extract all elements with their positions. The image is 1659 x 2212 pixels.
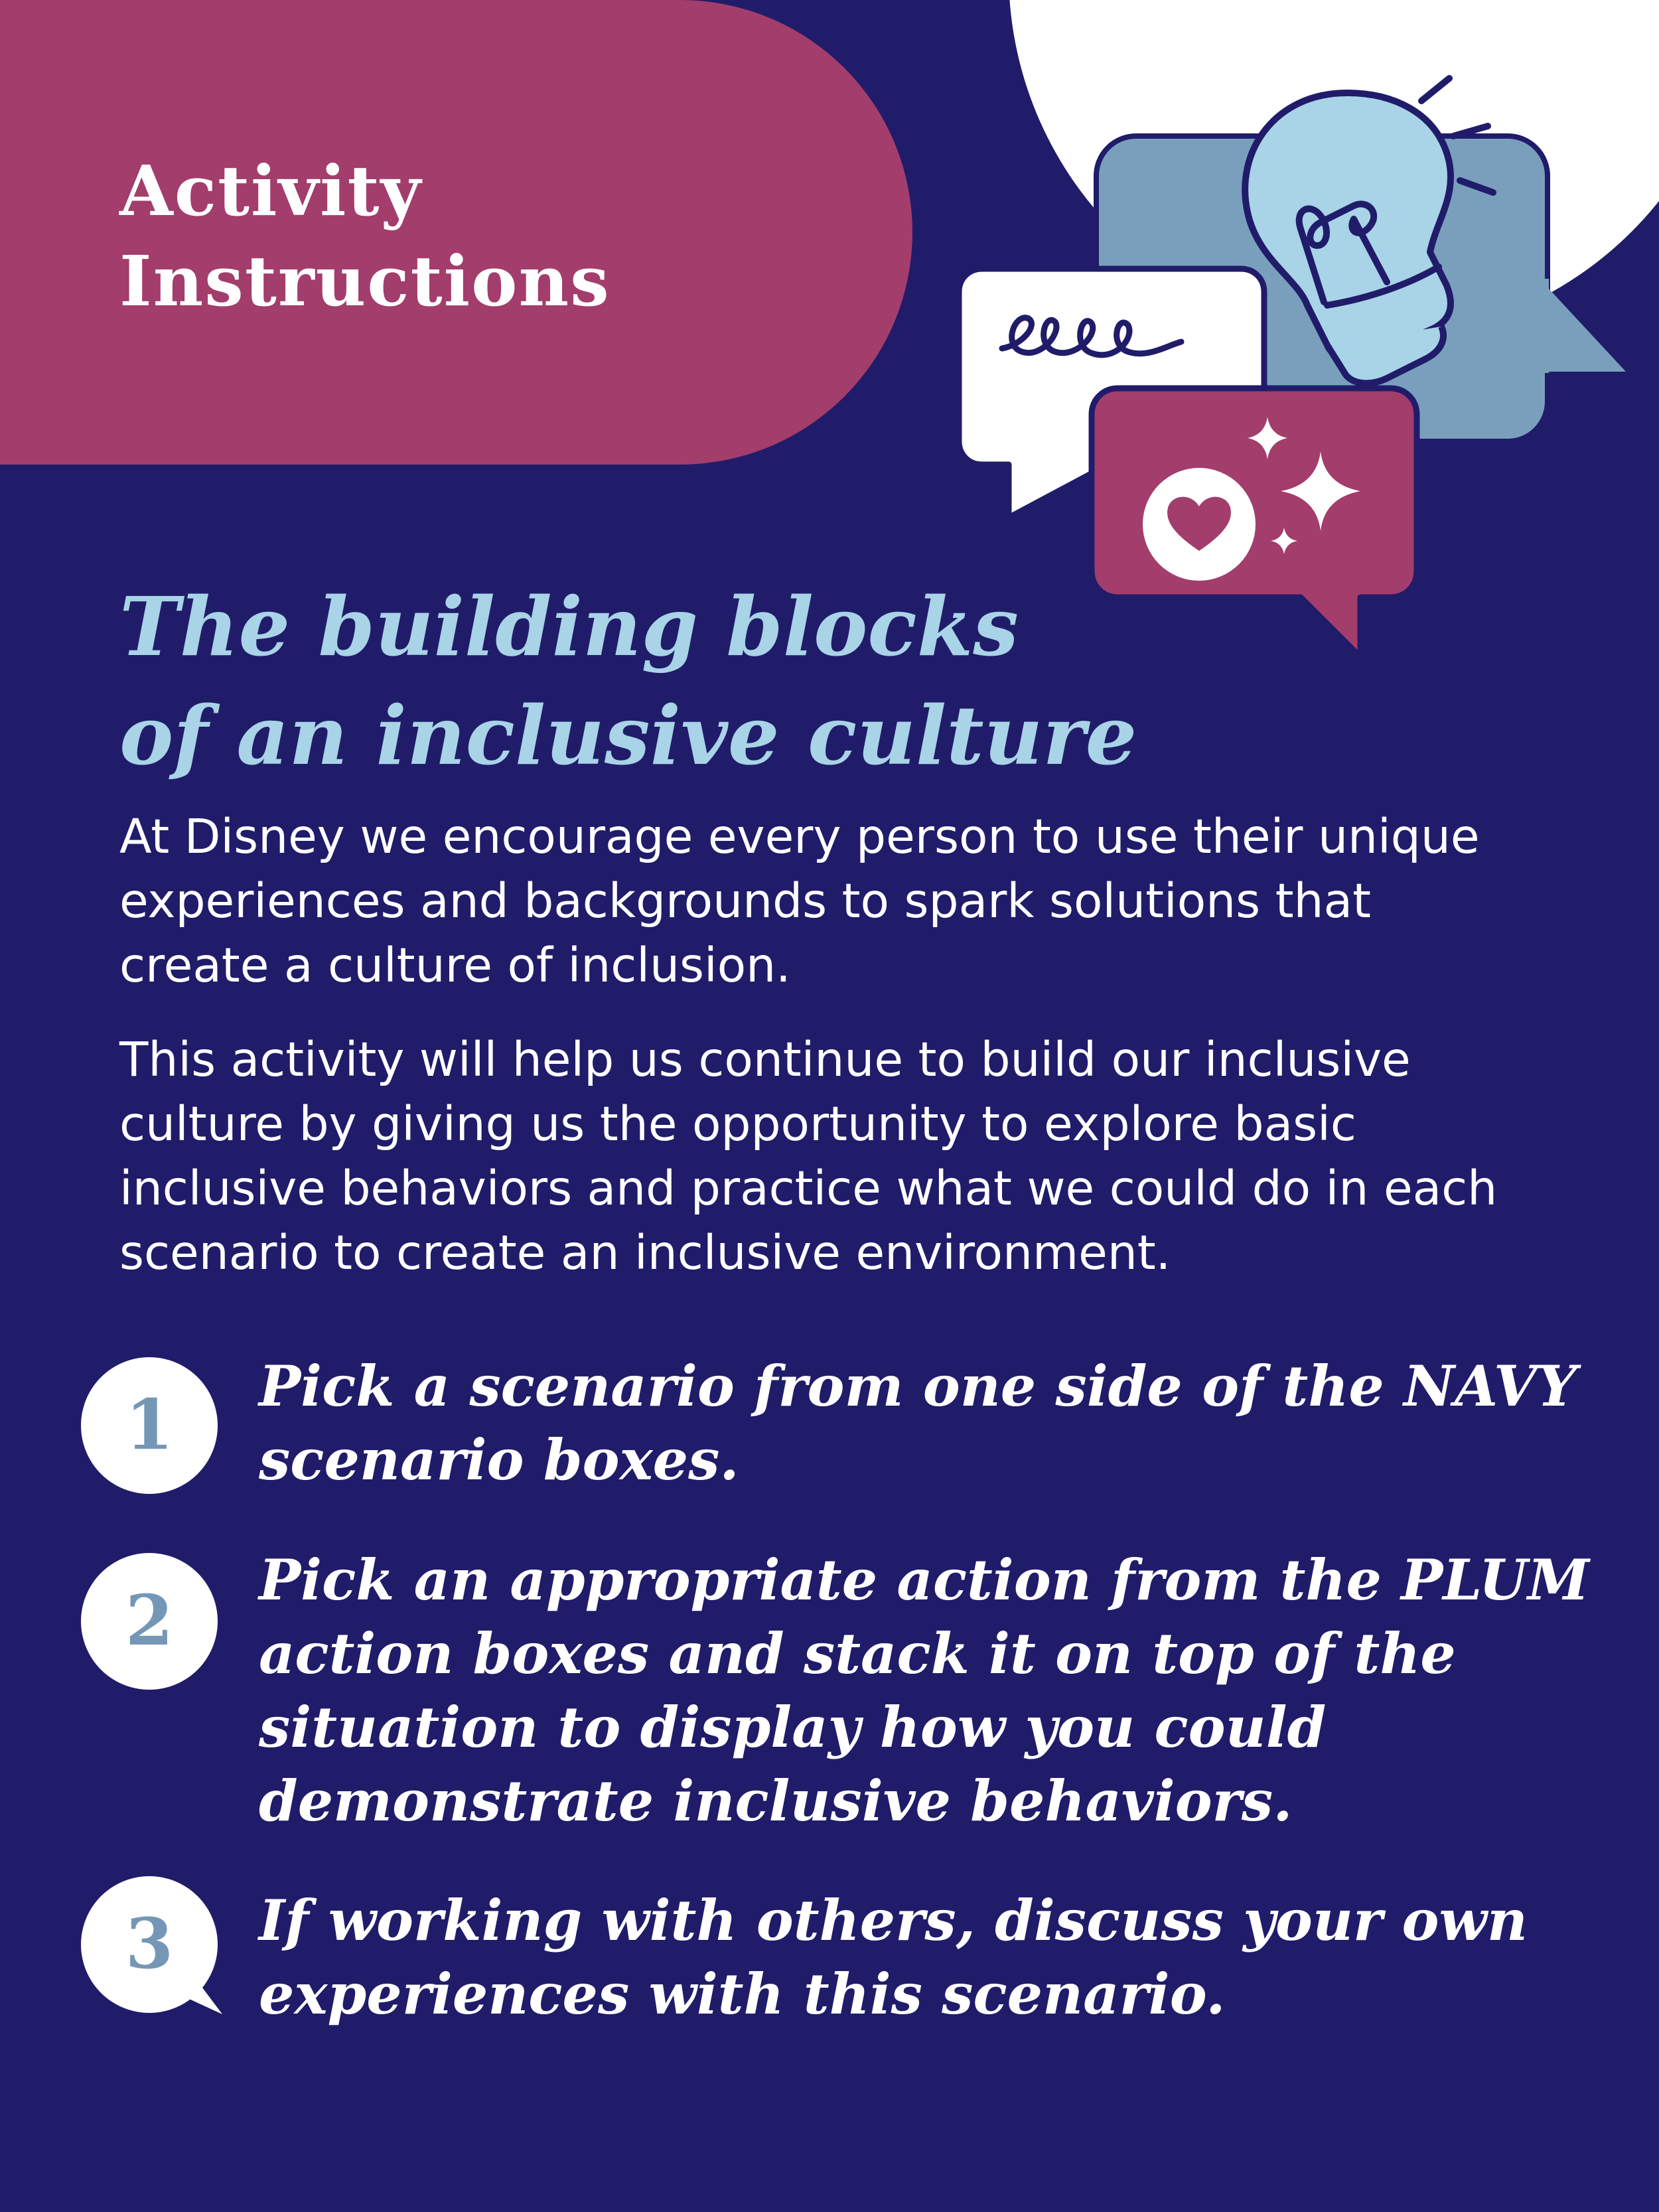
intro-line: This activity will help us continue to b…: [119, 1032, 1411, 1087]
intro-line: create a culture of inclusion.: [119, 938, 791, 993]
intro-paragraph-2: This activity will help us continue to b…: [119, 1027, 1573, 1285]
heart-icon: [1143, 468, 1256, 581]
main-heading-line: The building blocks: [119, 579, 1019, 674]
step-text: Pick a scenario from one side of the NAV…: [259, 1349, 1577, 1497]
step-line: action boxes and stack it on top of the: [259, 1621, 1456, 1686]
step-number-bubble: 3: [81, 1876, 222, 2014]
header-title: Activity Instructions: [119, 146, 611, 327]
step-line: Pick a scenario from one side of the NAV…: [259, 1353, 1577, 1419]
step-number: 1: [125, 1384, 173, 1465]
step-line: experiences with this scenario.: [259, 1961, 1226, 2027]
intro-paragraph-1: At Disney we encourage every person to u…: [119, 804, 1573, 997]
intro-line: At Disney we encourage every person to u…: [119, 809, 1480, 864]
step-number: 3: [125, 1903, 173, 1984]
step-line: Pick an appropriate action from the PLUM: [259, 1547, 1590, 1613]
sparkle-icon: [1281, 451, 1360, 531]
step-number: 2: [125, 1580, 173, 1661]
intro-line: culture by giving us the opportunity to …: [119, 1096, 1356, 1151]
handwriting-squiggle-icon: [999, 315, 1185, 358]
intro-line: inclusive behaviors and practice what we…: [119, 1161, 1498, 1216]
ideas-illustration: [956, 0, 1659, 660]
header-tab: Activity Instructions: [0, 0, 912, 465]
main-heading-line: of an inclusive culture: [119, 688, 1137, 783]
intro-line: scenario to create an inclusive environm…: [119, 1225, 1171, 1280]
main-heading: The building blocks of an inclusive cult…: [119, 572, 1137, 790]
sparkle-icon: [1248, 417, 1287, 459]
step-line: scenario boxes.: [259, 1427, 739, 1493]
header-title-line: Activity: [119, 150, 422, 232]
intro-line: experiences and backgrounds to spark sol…: [119, 873, 1371, 928]
heart-bubble-icon: [1088, 385, 1420, 660]
step-text: If working with others, discuss your own…: [259, 1883, 1528, 2031]
step-line: If working with others, discuss your own: [259, 1887, 1528, 1953]
step-line: situation to display how you could: [259, 1694, 1327, 1760]
step-line: demonstrate inclusive behaviors.: [259, 1768, 1293, 1834]
step-text: Pick an appropriate action from the PLUM…: [259, 1543, 1589, 1838]
sparkle-icon: [1271, 528, 1297, 554]
lightbulb-icon: [1242, 75, 1496, 387]
header-title-line: Instructions: [119, 240, 611, 322]
step-number-badge: 1: [81, 1357, 218, 1494]
step-number-badge: 2: [81, 1553, 218, 1690]
